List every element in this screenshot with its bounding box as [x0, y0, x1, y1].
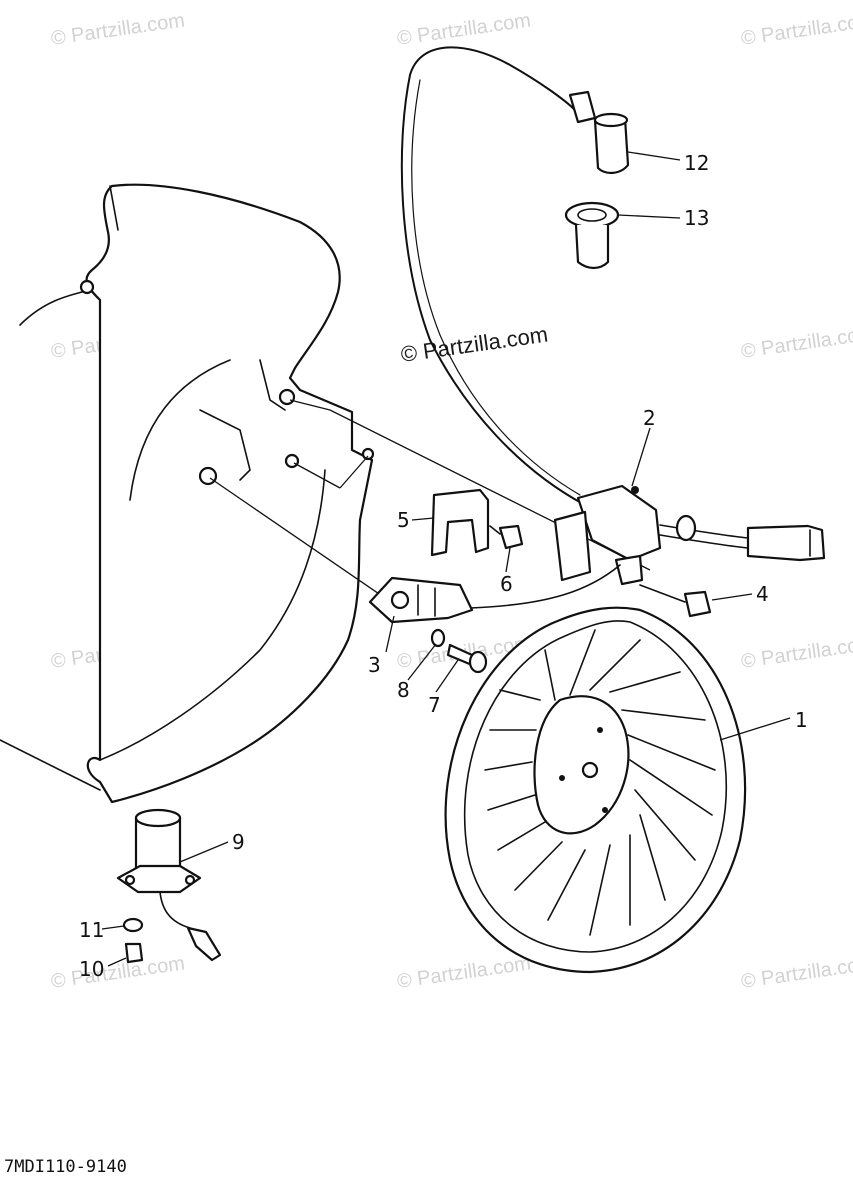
- callout-2: 2: [643, 406, 656, 430]
- callout-6: 6: [500, 572, 513, 596]
- watermark: © Partzilla.com: [740, 632, 853, 673]
- watermark: © Partzilla.com: [50, 952, 187, 993]
- watermark: © Partzilla.com: [396, 952, 533, 993]
- callout-3: 3: [368, 653, 381, 677]
- callouts: 1 2 3 4 5 6 7 8 9 10 11 12 13: [79, 151, 808, 981]
- coil-bolt: [639, 584, 712, 618]
- callout-12: 12: [684, 151, 709, 175]
- watermark: © Partzilla.com: [396, 9, 533, 50]
- watermark: © Partzilla.com: [740, 9, 853, 50]
- flywheel: [444, 606, 747, 974]
- sensor-washer: [122, 917, 144, 933]
- callout-13: 13: [684, 206, 709, 230]
- high-tension-cable: [400, 74, 586, 506]
- callout-leaders: [101, 151, 791, 967]
- oil-level-sensor: [116, 808, 222, 962]
- ignition-coil: [469, 484, 826, 609]
- callout-8: 8: [397, 678, 410, 702]
- watermark-center: © Partzilla.com: [399, 322, 549, 367]
- watermark: © Partzilla.com: [740, 322, 853, 363]
- pulser-washer: [430, 628, 446, 648]
- grommet: [564, 201, 620, 270]
- callout-9: 9: [232, 830, 245, 854]
- callout-4: 4: [756, 582, 769, 606]
- sensor-bolt: [124, 942, 144, 964]
- engine-housing: [0, 183, 375, 804]
- watermark: © Partzilla.com: [740, 952, 853, 993]
- callout-1: 1: [795, 708, 808, 732]
- pulser-screw: [446, 643, 488, 674]
- watermark: © Partzilla.com: [50, 9, 187, 50]
- clamp-screw: [489, 524, 524, 550]
- callout-5: 5: [397, 508, 410, 532]
- wire-clamp: [430, 488, 490, 557]
- callout-7: 7: [428, 693, 441, 717]
- callout-11: 11: [79, 918, 104, 942]
- callout-10: 10: [79, 957, 104, 981]
- pulser-coil: [368, 576, 474, 624]
- high-tension-cable: [409, 46, 576, 111]
- drawing-code: 7MDI110-9140: [4, 1157, 127, 1177]
- spark-plug-cap: [568, 90, 630, 174]
